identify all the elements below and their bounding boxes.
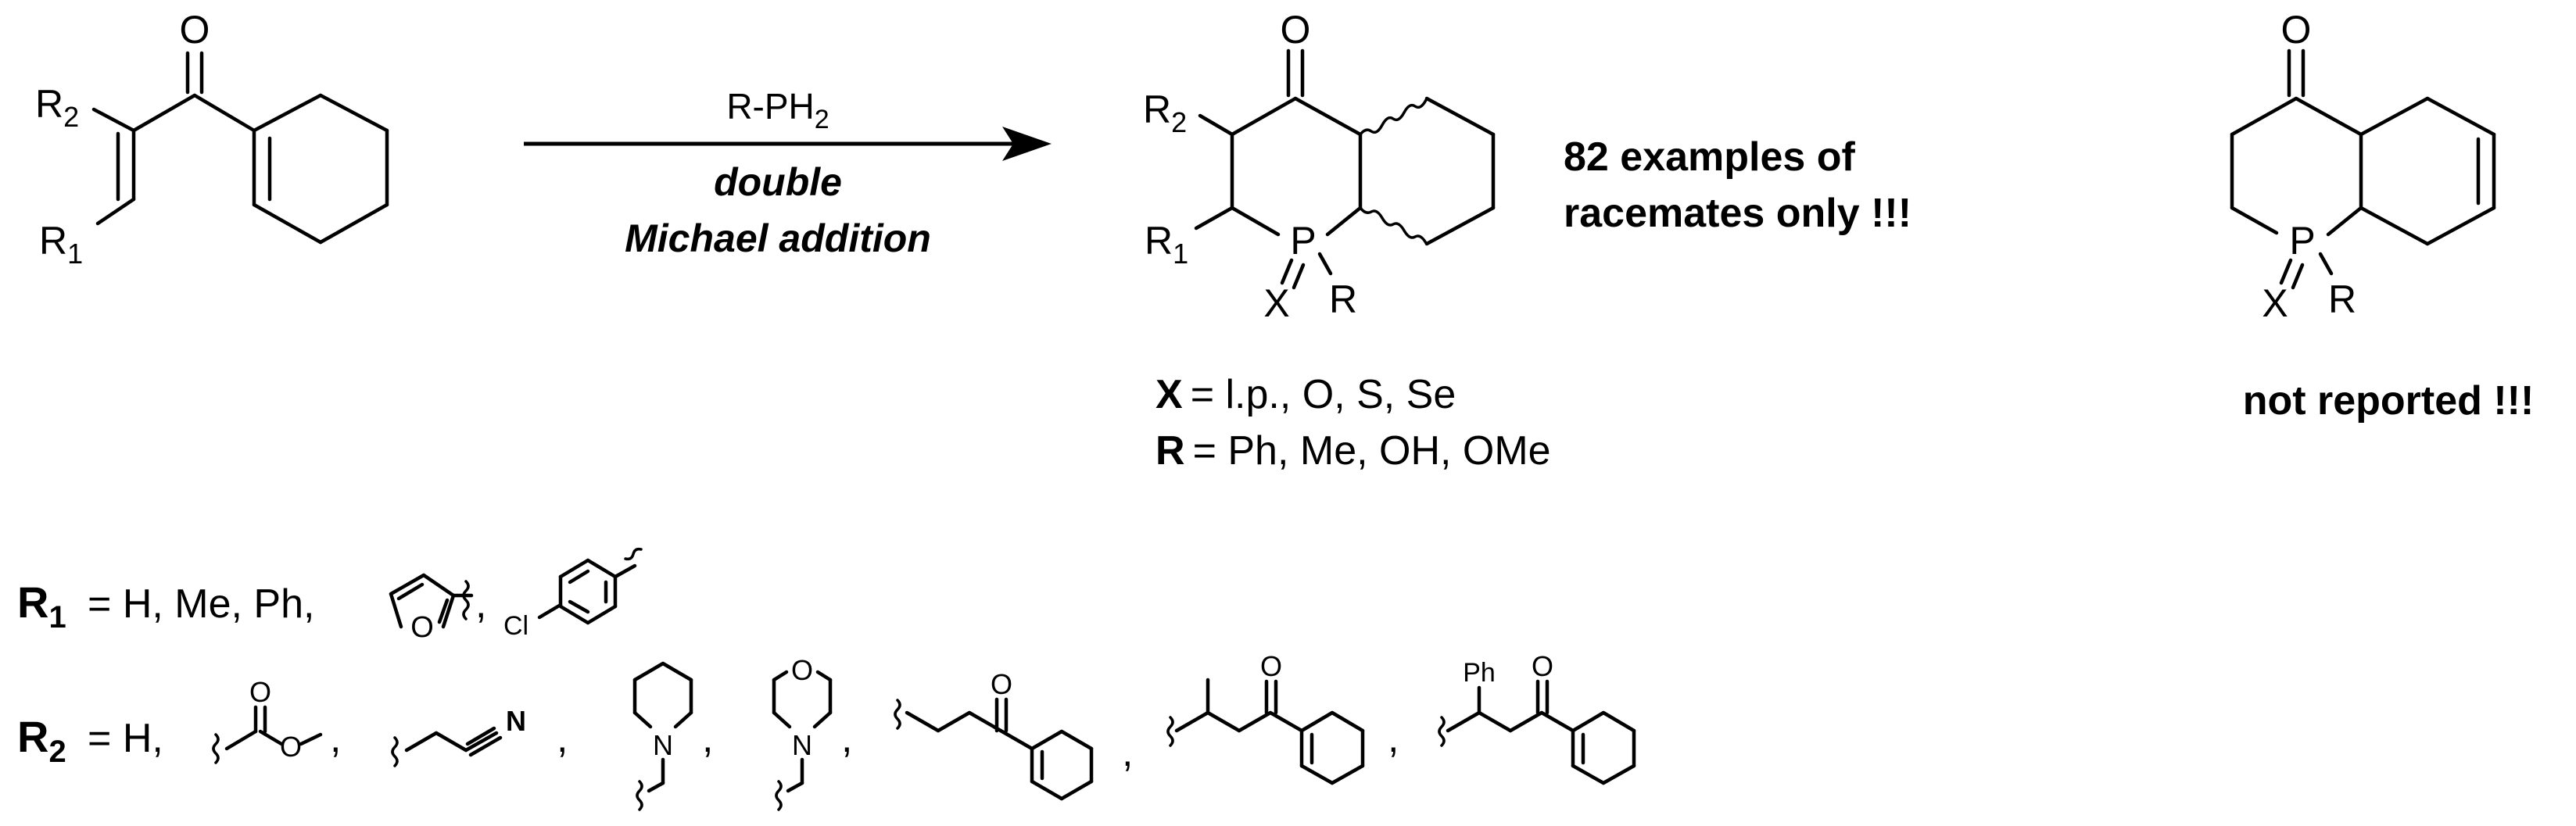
product-structure: O R2 R1 P X R — [1143, 8, 1496, 325]
unreported-x-atom: X — [2262, 281, 2288, 325]
examples-note-line-1: 82 examples of — [1564, 134, 1856, 180]
product-oxygen: O — [1281, 8, 1311, 52]
product-r1-label: R1 — [1145, 219, 1188, 270]
piperidine-nitrogen: N — [653, 729, 673, 761]
nitrile-nitrogen: N — [506, 705, 526, 737]
furyl-oxygen: O — [410, 611, 434, 644]
piperidinylmethyl-substituent: N — [632, 661, 693, 811]
enone-chain-2-substituent: O — [1166, 650, 1365, 785]
unreported-phosphorus: P — [2289, 219, 2315, 263]
reaction-arrow — [524, 127, 1052, 161]
morpholine-nitrogen: N — [792, 729, 812, 761]
examples-note-line-2: racemates only !!! — [1564, 191, 1911, 236]
unreported-caption: not reported !!! — [2243, 378, 2535, 424]
product-r2-label: R2 — [1143, 88, 1187, 138]
substrate-r1-label: R1 — [39, 219, 83, 270]
furyl-substituent: O — [389, 573, 474, 644]
product-r-atom: R — [1329, 277, 1357, 321]
methyl-ester-substituent: O O — [212, 676, 323, 764]
enone-2-oxygen: O — [1260, 650, 1282, 682]
x-definition: X= l.p., O, S, Se — [1155, 372, 1456, 417]
condition-line-2: Michael addition — [625, 216, 931, 260]
reagent-label: R-PH2 — [726, 86, 829, 134]
substrate-oxygen: O — [180, 8, 210, 52]
r2-comma-5: , — [1122, 730, 1133, 775]
unreported-structure: O P X R — [2230, 8, 2496, 325]
phenyl-label: Ph — [1463, 658, 1496, 688]
r2-comma-6: , — [1388, 716, 1399, 761]
r1-definition-values: = H, Me, Ph, — [88, 581, 314, 627]
ester-carbonyl-oxygen: O — [249, 676, 271, 708]
r2-definition-values: = H, — [88, 716, 163, 761]
r2-definition-label: R2 — [17, 712, 66, 769]
r2-comma-1: , — [330, 716, 341, 761]
chlorophenyl-substituent: Cl — [503, 547, 643, 641]
r2-comma-3: , — [702, 716, 713, 761]
substrate-structure: O R2 R1 — [35, 8, 389, 270]
chloro-label: Cl — [503, 611, 528, 641]
enone-chain-1-substituent: O — [894, 668, 1094, 801]
enone-chain-3-substituent: Ph O — [1438, 650, 1636, 785]
r2-comma-4: , — [841, 716, 852, 761]
cyanoethyl-substituent: N — [391, 705, 526, 767]
substrate-r2-label: R2 — [35, 82, 79, 133]
unreported-r-atom: R — [2328, 277, 2356, 321]
r1-comma: , — [475, 581, 486, 627]
morpholinylmethyl-substituent: O N — [772, 654, 833, 811]
product-x-atom: X — [1263, 281, 1289, 325]
condition-line-1: double — [714, 160, 842, 204]
r-definition: R= Ph, Me, OH, OMe — [1155, 428, 1551, 474]
enone-1-oxygen: O — [991, 668, 1012, 700]
unreported-oxygen: O — [2281, 8, 2312, 52]
ester-ether-oxygen: O — [280, 731, 302, 763]
enone-3-oxygen: O — [1532, 650, 1553, 682]
r1-definition-label: R1 — [17, 577, 66, 635]
morpholine-oxygen: O — [791, 654, 813, 686]
product-phosphorus: P — [1290, 219, 1316, 263]
r2-comma-2: , — [557, 716, 568, 761]
